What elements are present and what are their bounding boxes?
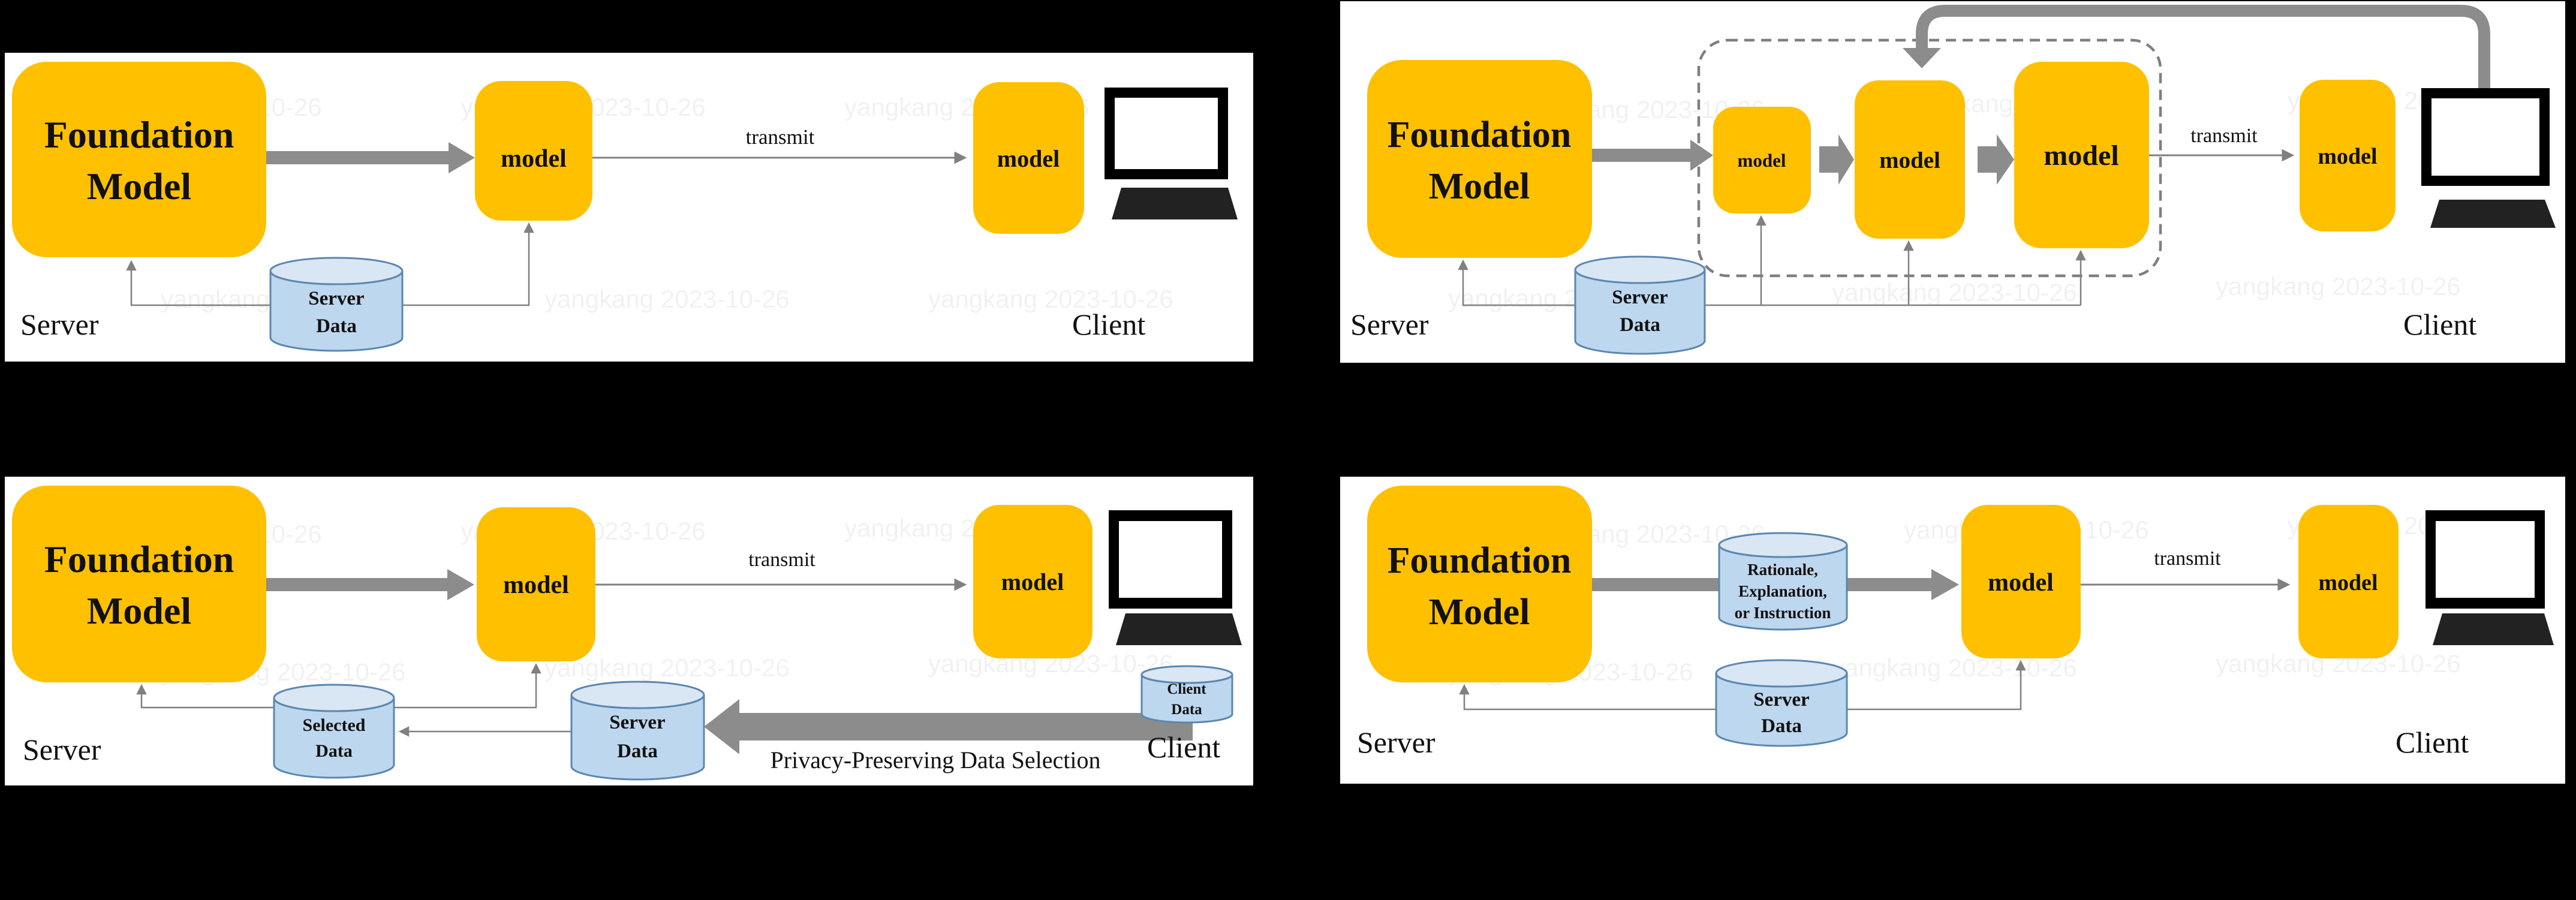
server-data-label-line1: Server: [308, 288, 364, 309]
distill-arrowhead: [447, 569, 474, 600]
foundation-model-label-line2: Model: [87, 589, 191, 632]
svg-text:yangkang 2023-10-26: yangkang 2023-10-26: [544, 654, 790, 682]
server-label: Server: [1350, 308, 1429, 341]
distill-arrowhead: [1931, 569, 1959, 600]
server-model-box: [1961, 505, 2081, 658]
foundation-model-box: [12, 486, 266, 682]
transmit-label: transmit: [746, 125, 815, 149]
client-computer-icon: [2425, 510, 2554, 645]
privacy-selection-arrow: [739, 713, 1193, 741]
rationale-label-line2: Explanation,: [1738, 582, 1827, 600]
line-data-to-model: [1847, 660, 2026, 711]
feedback-arrow: [1916, 5, 2490, 88]
panel-top-right: yangkang 2023-10-26 yangkang 2023-10-26 …: [1340, 1, 2565, 363]
server-data-cylinder: Server Data: [1574, 255, 1706, 355]
chain-model-3-box: [2014, 62, 2149, 248]
line-data-to-foundation: [1459, 684, 1716, 711]
server-data-label-line1: Server: [609, 712, 665, 733]
foundation-model-label-line2: Model: [1429, 166, 1530, 207]
line-selected-to-foundation: [136, 684, 274, 709]
privacy-selection-arrowhead: [704, 699, 739, 754]
client-label: Client: [2403, 308, 2476, 341]
server-data-label-line1: Server: [1753, 689, 1809, 711]
client-model-box: [2298, 505, 2399, 658]
panel-bottom-left: yangkang 2023-10-26 yangkang 2023-10-26 …: [5, 477, 1253, 785]
client-computer-icon: [1109, 510, 1242, 645]
chain-arrow-1: [1819, 134, 1854, 185]
selected-data-cylinder: Selected Data: [273, 684, 395, 779]
client-label: Client: [2396, 726, 2469, 759]
selected-data-label-line1: Selected: [303, 715, 366, 735]
server-data-cylinder: Server Data: [570, 681, 705, 781]
transmit-label: transmit: [2190, 125, 2258, 147]
server-label: Server: [1357, 726, 1436, 759]
server-model-label: model: [1988, 569, 2054, 597]
foundation-model-box: [1367, 486, 1592, 682]
client-data-label-line2: Data: [1171, 702, 1202, 718]
selected-data-label-line2: Data: [315, 741, 353, 761]
line-selected-to-model: [394, 663, 541, 709]
client-label: Client: [1147, 730, 1220, 764]
client-model-label: model: [2318, 144, 2377, 169]
server-data-cylinder: Server Data: [1715, 659, 1848, 747]
client-model-label: model: [1001, 568, 1064, 595]
transmit-label: transmit: [2154, 547, 2221, 570]
transmit-label: transmit: [748, 549, 815, 571]
foundation-model-box: [1367, 60, 1592, 258]
client-model-box: [973, 505, 1093, 658]
distill-arrowhead: [1690, 140, 1713, 171]
client-label: Client: [1072, 308, 1145, 341]
client-model-label: model: [997, 145, 1060, 172]
line-data-to-foundation: [126, 260, 270, 306]
foundation-model-label-line1: Foundation: [44, 538, 234, 580]
rationale-label-line1: Rationale,: [1747, 561, 1818, 579]
chain-model-1-box: [1713, 107, 1811, 213]
chain-model-2-box: [1855, 80, 1965, 239]
foundation-model-label-line1: Foundation: [1388, 115, 1572, 155]
server-model-box: [475, 81, 592, 221]
client-data-label-line1: Client: [1167, 681, 1206, 697]
server-label: Server: [23, 733, 101, 766]
svg-text:yangkang 2023-10-26: yangkang 2023-10-26: [544, 285, 790, 313]
server-model-label: model: [501, 145, 567, 173]
line-data-to-foundation: [1458, 259, 1575, 306]
foundation-model-label-line1: Foundation: [1388, 540, 1572, 581]
server-data-label-line1: Server: [1612, 287, 1668, 308]
client-computer-icon: [2421, 88, 2556, 228]
client-model-box: [2300, 80, 2396, 231]
server-data-label-line2: Data: [1761, 715, 1802, 737]
svg-text:yangkang 2023-10-26: yangkang 2023-10-26: [1832, 278, 2077, 306]
chain-arrow-2: [1978, 134, 2014, 185]
chain-model-2-label: model: [1879, 148, 1940, 173]
rationale-cylinder: Rationale, Explanation, or Instruction: [1718, 532, 1848, 631]
client-model-box: [973, 82, 1084, 234]
server-data-label-line2: Data: [316, 315, 357, 337]
foundation-model-label-line2: Model: [87, 165, 191, 207]
server-data-label-line2: Data: [617, 741, 658, 762]
foundation-model-label-line1: Foundation: [44, 113, 234, 156]
server-model-box: [477, 507, 595, 661]
chain-model-3-label: model: [2044, 140, 2118, 171]
panel-top-left: yangkang 2023-10-26 yangkang 2023-10-26 …: [5, 53, 1253, 362]
line-data-to-model: [402, 222, 534, 306]
svg-text:yangkang 2023-10-26: yangkang 2023-10-26: [2216, 272, 2461, 300]
privacy-selection-label: Privacy-Preserving Data Selection: [771, 747, 1101, 773]
server-label: Server: [20, 308, 99, 341]
server-data-cylinder: Server Data: [269, 257, 404, 352]
client-data-cylinder: Client Data: [1140, 665, 1233, 724]
svg-text:yangkang 2023-10-26: yangkang 2023-10-26: [928, 285, 1173, 313]
foundation-model-box: [12, 62, 266, 257]
foundation-model-label-line2: Model: [1429, 592, 1530, 633]
feedback-arrowhead: [1903, 48, 1941, 68]
chain-model-1-label: model: [1738, 150, 1786, 171]
rationale-label-line3: or Instruction: [1735, 604, 1831, 622]
client-model-label: model: [2318, 570, 2378, 595]
client-computer-icon: [1105, 88, 1238, 219]
server-data-label-line2: Data: [1620, 314, 1660, 336]
panel-bottom-right: yangkang 2023-10-26 yangkang 2023-10-26 …: [1340, 477, 2565, 784]
server-model-label: model: [503, 571, 569, 599]
distill-arrowhead: [449, 142, 475, 173]
